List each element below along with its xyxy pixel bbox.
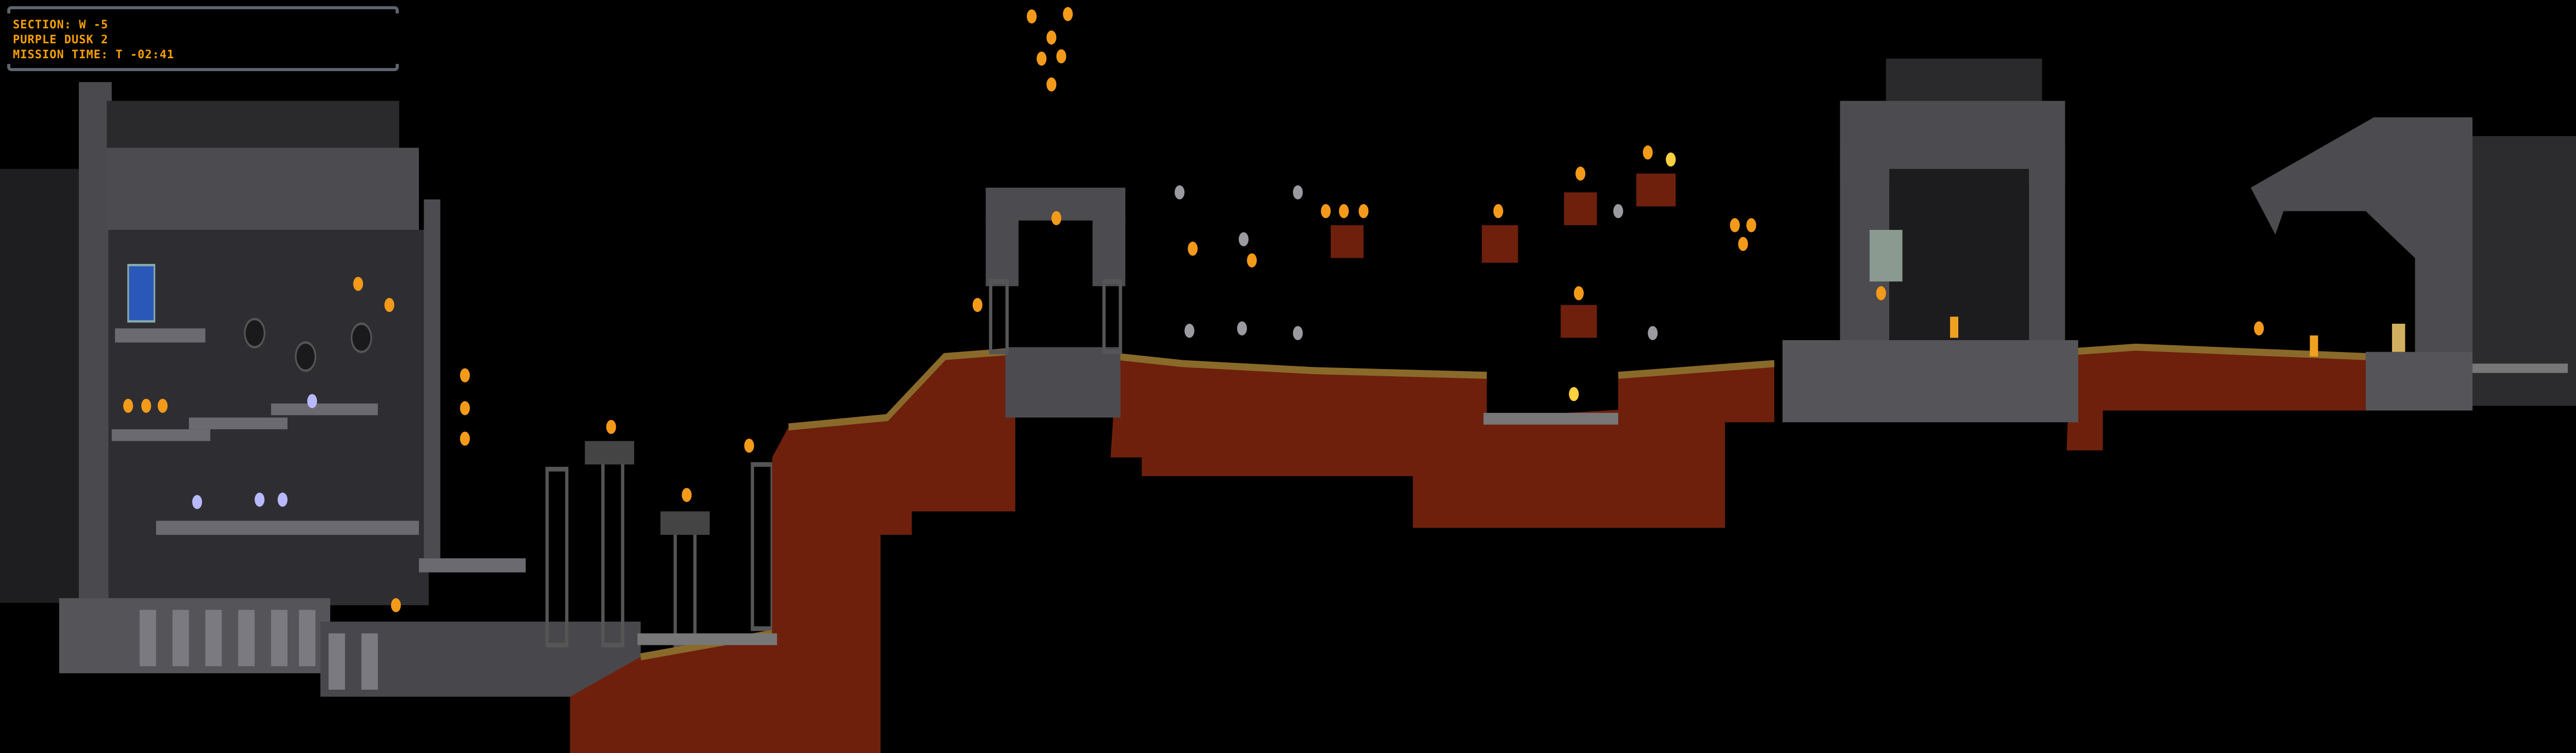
floor-grates [140, 610, 378, 690]
building-floor [59, 598, 330, 674]
scaffold-top [585, 441, 634, 465]
hud-text-block: SECTION: W -5 PURPLE DUSK 2 MISSION TIME… [13, 18, 174, 62]
scaffold-tower [673, 513, 697, 648]
hud-section: SECTION: W -5 [13, 19, 109, 31]
gems [1569, 152, 1676, 401]
building-left [79, 82, 112, 669]
floating-island [1330, 173, 1676, 338]
fortress-building [1782, 58, 2078, 423]
building-right-wall [423, 199, 440, 563]
enemies [1174, 185, 1658, 340]
scaffold-tower [751, 462, 774, 631]
hud-mission-time: MISSION TIME: T -02:41 [13, 48, 175, 61]
hud-level-name: PURPLE DUSK 2 [13, 34, 109, 46]
arch-structure [986, 188, 1126, 418]
hud-panel: SECTION: W -5 PURPLE DUSK 2 MISSION TIME… [4, 4, 402, 71]
barrel [2310, 335, 2318, 357]
hud-frame-top [7, 6, 399, 13]
barrel [1950, 316, 1959, 338]
crystals [192, 394, 317, 509]
player [2392, 324, 2405, 352]
scaffold-top [660, 511, 710, 535]
bridge [1483, 413, 1618, 425]
scaffold-tower [545, 466, 569, 648]
bridge [637, 633, 777, 645]
wall-vents [244, 317, 372, 372]
scaffold-tower [601, 443, 624, 648]
building-roof [107, 147, 419, 230]
dirt-terrain [570, 347, 2366, 753]
pickup-stars [123, 7, 2264, 612]
hud-frame-bottom [7, 64, 399, 71]
outer-wall [0, 169, 82, 603]
teleporter-door[interactable] [127, 264, 156, 323]
far-right-building [2250, 117, 2576, 411]
arch-supports [989, 279, 1122, 355]
building-roof-dark [107, 101, 399, 153]
platforms [111, 328, 526, 573]
